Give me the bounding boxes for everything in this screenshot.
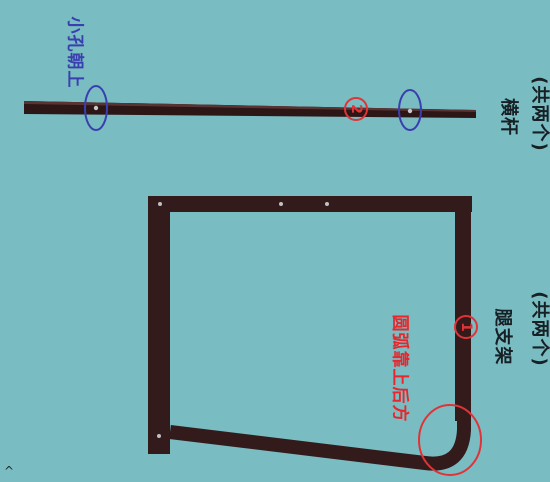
crossbar-name: 横杆 bbox=[498, 98, 519, 136]
holes-up-label: 小孔朝上 bbox=[64, 16, 85, 89]
crossbar-hole-left-highlight bbox=[84, 85, 108, 131]
crossbar-count: (共两个) bbox=[529, 76, 550, 152]
crossbar bbox=[24, 101, 476, 118]
leg-frame bbox=[148, 196, 472, 454]
leg-count: (共两个) bbox=[529, 291, 550, 367]
arc-highlight bbox=[418, 404, 482, 476]
marker-leg: 1 bbox=[454, 315, 478, 339]
arc-position-label: 圆弧靠上后方 bbox=[389, 314, 410, 423]
leg-name: 腿支架 bbox=[492, 308, 513, 366]
marker-crossbar: 2 bbox=[344, 97, 368, 121]
crossbar-hole-left bbox=[93, 105, 99, 111]
crossbar-hole-right bbox=[407, 108, 413, 114]
leg-holes bbox=[157, 202, 329, 438]
crossbar-hole-right-highlight bbox=[398, 89, 422, 131]
corner-mark: ^ bbox=[4, 464, 15, 478]
